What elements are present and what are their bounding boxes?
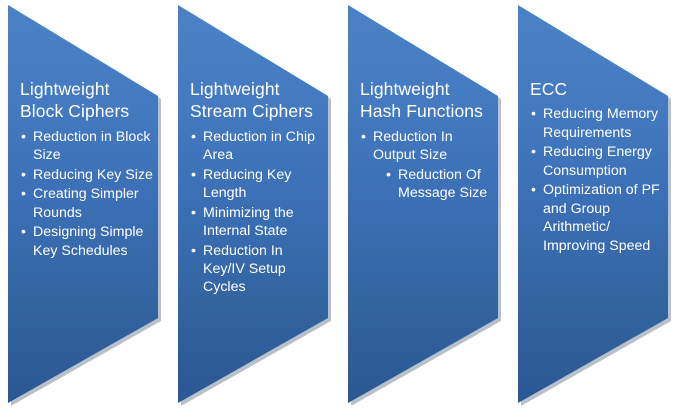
list-item-label: Reducing Energy Consumption: [543, 144, 652, 179]
list-item-label: Reduction In Output Size: [373, 128, 453, 164]
chevron-bullet-list: • Reduction in Chip Area • Reducing Key Le…: [190, 128, 328, 297]
chevron-step-1[interactable]: Lightweight Block Ciphers • Reduction in …: [0, 0, 166, 409]
list-item-label: Reduction In Key/IV Setup Cycles: [203, 242, 286, 296]
list-item: • Optimization of PF and Group Arithmetic…: [530, 181, 668, 255]
chevron-content: ECC • Reducing Memory Requirements • Reduc…: [530, 78, 668, 256]
list-item: • Reduction in Block Size: [20, 128, 158, 165]
list-item-label: Reduction Of Message Size: [398, 166, 488, 202]
bullet-icon: •: [191, 242, 196, 259]
bullet-icon: •: [191, 166, 196, 183]
chevron-step-4[interactable]: ECC • Reducing Memory Requirements • Reduc…: [510, 0, 676, 409]
list-item-label: Creating Simpler Rounds: [33, 186, 139, 221]
list-item-label: Reduction in Chip Area: [203, 128, 315, 164]
list-item: • Reducing Memory Requirements: [530, 105, 668, 142]
bullet-icon: •: [531, 144, 536, 161]
bullet-icon: •: [191, 128, 196, 145]
bullet-icon: •: [531, 182, 536, 199]
chevron-content: Lightweight Block Ciphers • Reduction in …: [20, 78, 158, 261]
chevron-title: Lightweight Hash Functions: [360, 79, 483, 122]
bullet-icon: •: [386, 166, 391, 183]
list-item: • Minimizing the Internal State: [190, 204, 328, 241]
list-item: • Reduction In Key/IV Setup Cycles: [190, 242, 328, 297]
chevron-content: Lightweight Hash Functions • Reduction In…: [360, 78, 498, 204]
list-item: • Reducing Energy Consumption: [530, 143, 668, 180]
list-item: • Reduction In Output Size: [360, 128, 498, 165]
bullet-icon: •: [191, 204, 196, 221]
bullet-icon: •: [21, 166, 26, 183]
list-item-label: Reduction in Block Size: [33, 128, 151, 164]
list-item: • Creating Simpler Rounds: [20, 185, 158, 222]
list-item-label: Reducing Key Size: [33, 166, 153, 183]
list-item: • Reducing Key Size: [20, 166, 158, 184]
chevron-step-3[interactable]: Lightweight Hash Functions • Reduction In…: [340, 0, 506, 409]
list-item-label: Reducing Memory Requirements: [543, 106, 659, 141]
bullet-icon: •: [21, 224, 26, 241]
bullet-icon: •: [21, 128, 26, 145]
list-item-label: Optimization of PF and Group Arithmetic/…: [543, 182, 660, 254]
chevron-title: Lightweight Block Ciphers: [20, 79, 130, 122]
bullet-icon: •: [531, 106, 536, 123]
chevron-title: ECC: [530, 79, 568, 99]
chevron-title: Lightweight Stream Ciphers: [190, 79, 313, 122]
list-item: • Reduction in Chip Area: [190, 128, 328, 165]
chevron-step-2[interactable]: Lightweight Stream Ciphers • Reduction in…: [170, 0, 336, 409]
list-item: • Reduction Of Message Size: [360, 166, 498, 203]
bullet-icon: •: [361, 128, 366, 145]
chevron-bullet-list: • Reduction in Block Size • Reducing Key S…: [20, 128, 158, 260]
chevron-bullet-list: • Reduction In Output Size • Reduction Of …: [360, 128, 498, 203]
list-item-label: Designing Simple Key Schedules: [33, 224, 144, 259]
list-item-label: Minimizing the Internal State: [203, 204, 294, 240]
chevron-shape: [348, 5, 498, 403]
list-item: • Reducing Key Length: [190, 166, 328, 203]
chevron-content: Lightweight Stream Ciphers • Reduction in…: [190, 78, 328, 298]
list-item-label: Reducing Key Length: [203, 166, 292, 202]
list-item: • Designing Simple Key Schedules: [20, 223, 158, 260]
chevron-bullet-list: • Reducing Memory Requirements • Reducing …: [530, 105, 668, 255]
bullet-icon: •: [21, 186, 26, 203]
